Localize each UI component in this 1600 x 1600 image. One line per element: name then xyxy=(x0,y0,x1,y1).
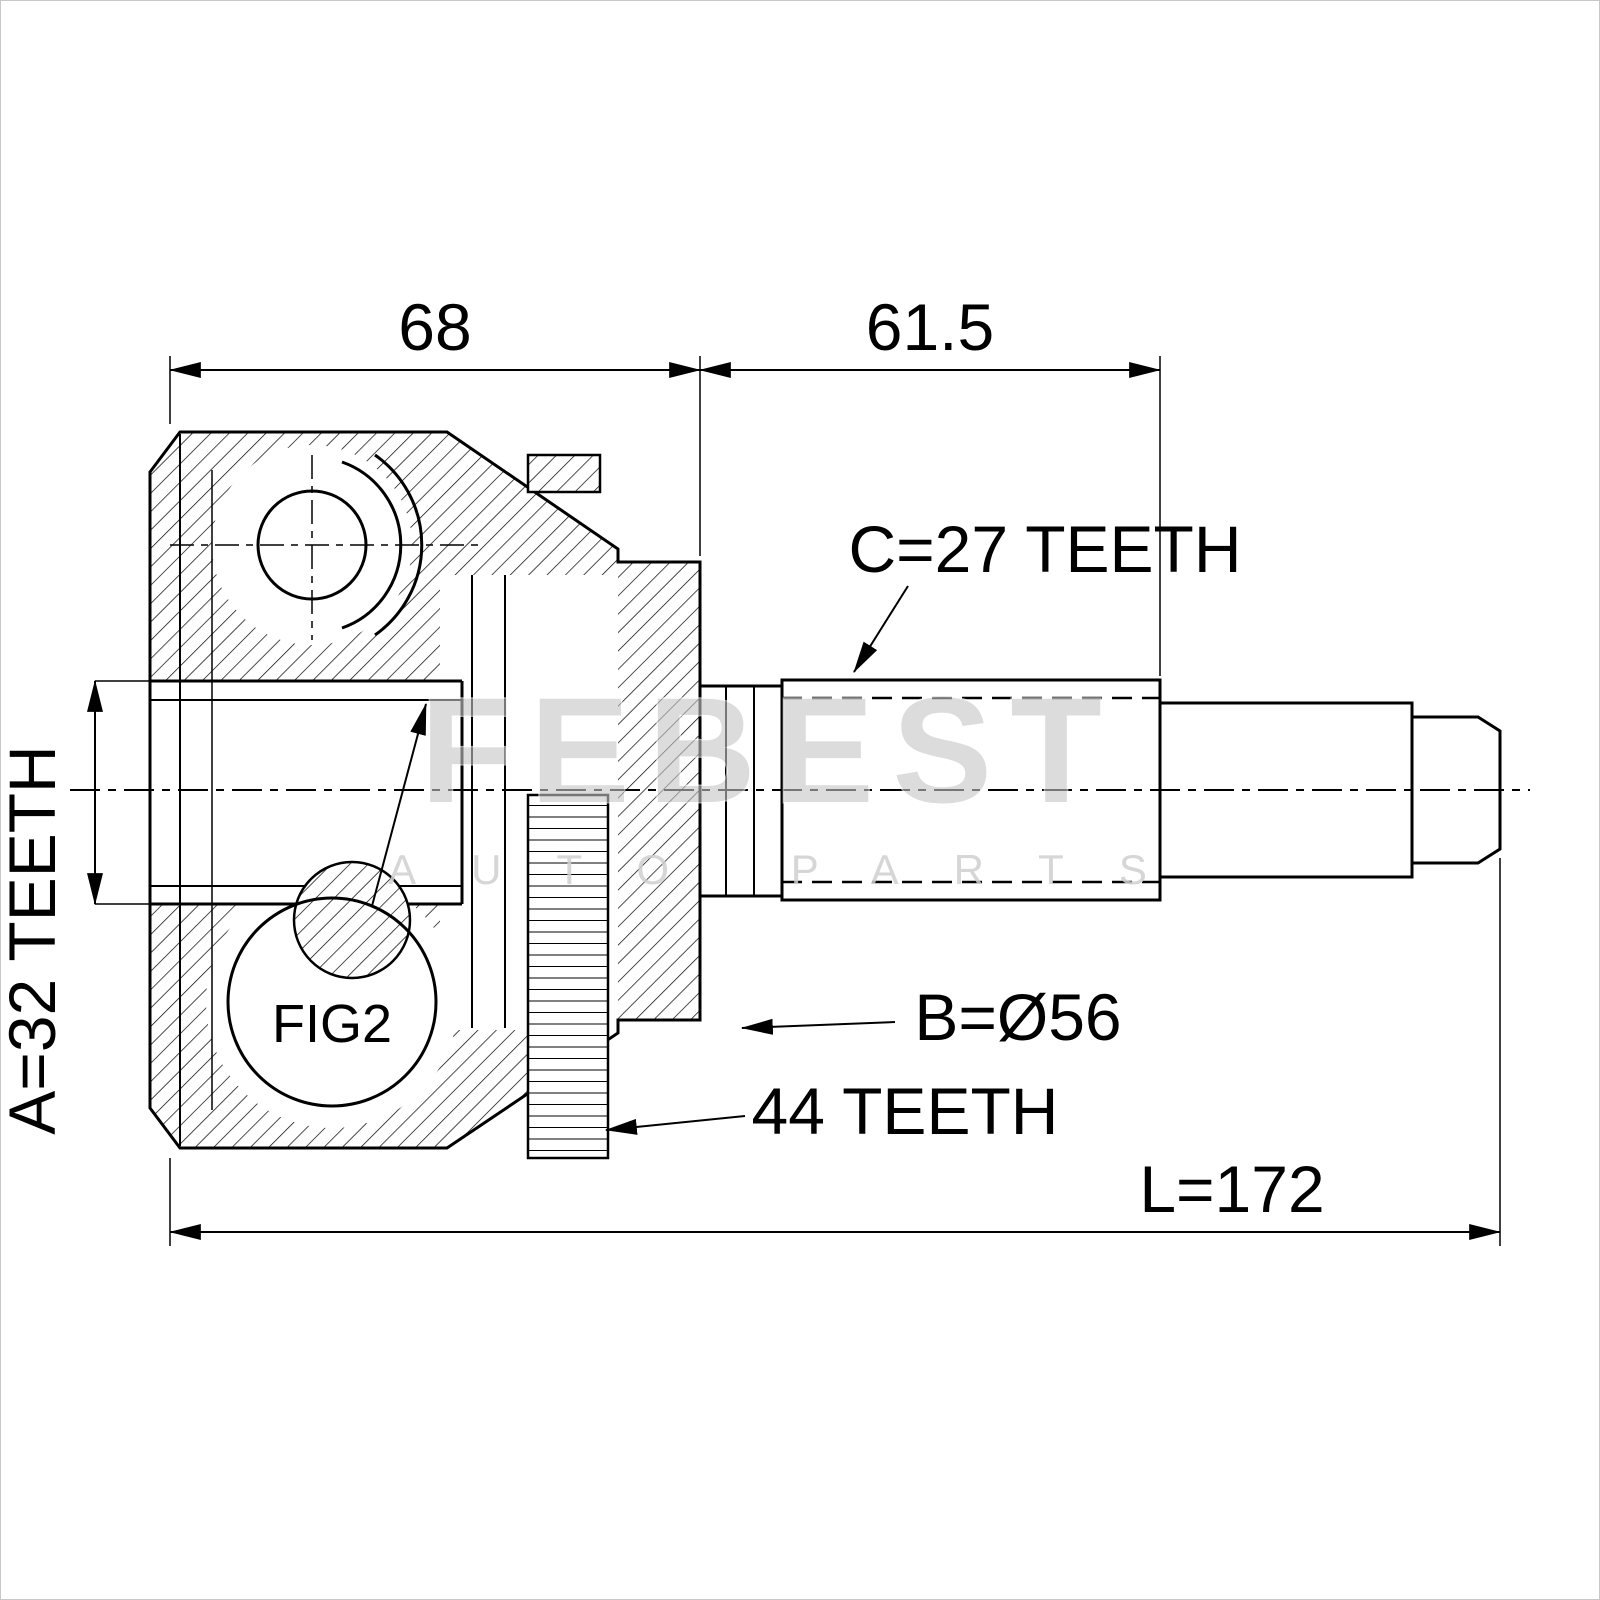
fig2-circle xyxy=(226,896,438,1108)
label-inner-spline: A=32 TEETH xyxy=(0,745,69,1134)
dim-L-label: L=172 xyxy=(1139,1152,1324,1226)
abs-ring-section-top xyxy=(526,453,602,494)
abs-ring-teeth-band xyxy=(526,793,610,1160)
watermark: FEBEST AUTO PARTS xyxy=(388,665,1202,894)
lower-ball-section xyxy=(292,860,412,980)
cage-arc-outer xyxy=(374,453,424,637)
leader-44 xyxy=(604,1115,746,1135)
dim-68-label: 68 xyxy=(398,290,471,364)
fig2-leader xyxy=(371,702,427,907)
joint-body xyxy=(148,430,702,1150)
shaft-end xyxy=(1410,715,1502,865)
bell-outline xyxy=(148,430,702,1150)
label-shaft-spline: C=27 TEETH xyxy=(848,512,1241,586)
leader-C xyxy=(853,585,909,673)
label-ring-teeth: 44 TEETH xyxy=(752,1074,1059,1148)
abs-ring xyxy=(526,453,610,1160)
inner-spline-bore xyxy=(150,681,462,904)
fig2-callout: FIG2 xyxy=(226,702,438,1108)
watermark-main-text: FEBEST xyxy=(420,666,1120,834)
dimensions: 68 61.5 L=172 A=32 TEETH C=27 TEETH B=Ø5… xyxy=(0,290,1502,1246)
fig2-label: FIG2 xyxy=(272,994,392,1054)
watermark-sub-text: AUTO PARTS xyxy=(388,846,1202,893)
dim-61-5-label: 61.5 xyxy=(866,290,994,364)
leader-B xyxy=(740,1018,896,1035)
label-ring-diameter: B=Ø56 xyxy=(914,980,1121,1054)
